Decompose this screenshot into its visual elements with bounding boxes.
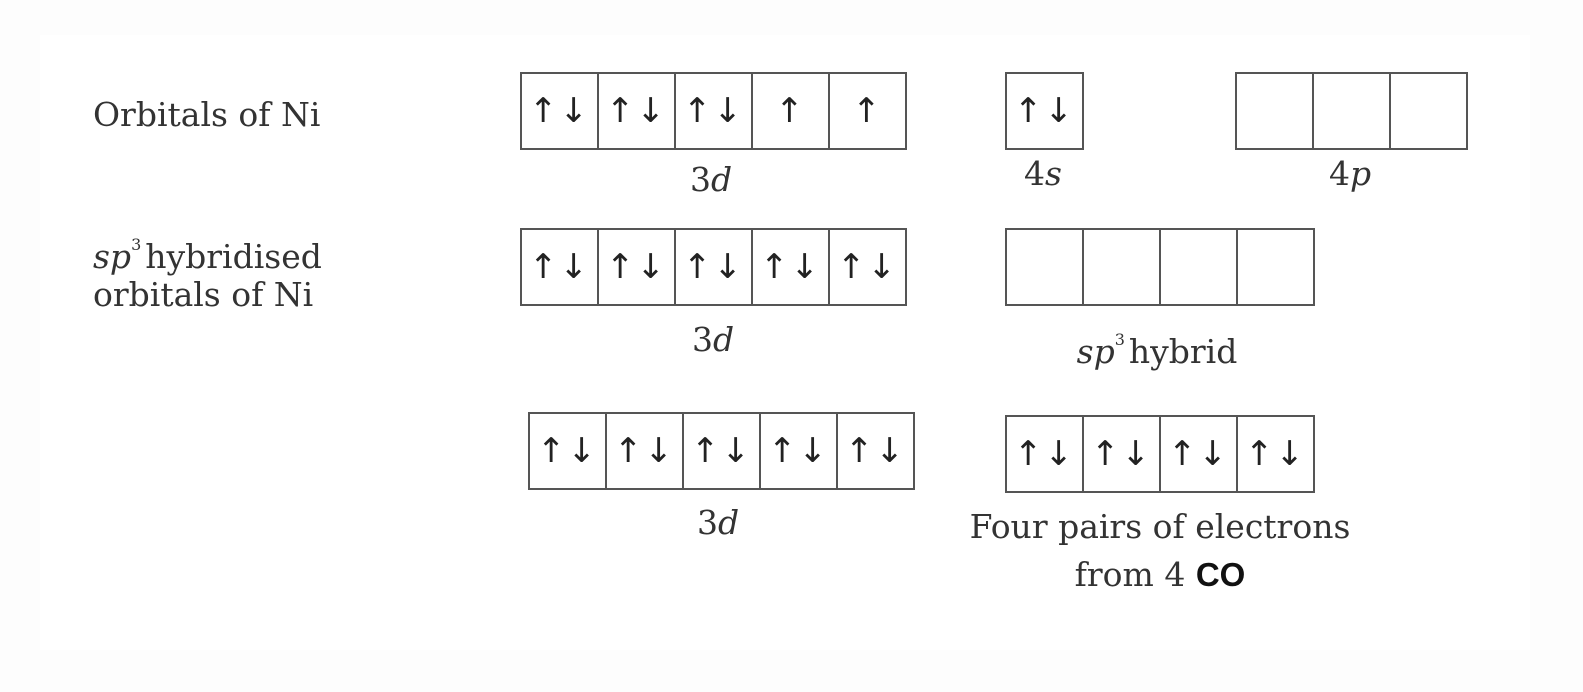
orbital-box-paired: ↑↓ xyxy=(676,74,753,148)
diagram-background xyxy=(40,35,1530,650)
caption-number: 3 xyxy=(691,320,713,359)
caption-co: CO xyxy=(1195,556,1246,593)
orbital-group-4p-ni xyxy=(1235,72,1468,150)
orbital-box-empty xyxy=(1084,230,1161,304)
orbital-box-paired: ↑↓ xyxy=(530,414,607,488)
orbital-group-sp3-empty xyxy=(1005,228,1315,306)
caption-orbital: d xyxy=(710,160,733,199)
orbital-box-paired: ↑↓ xyxy=(1161,417,1238,491)
orbital-box-paired: ↑↓ xyxy=(522,74,599,148)
caption-four-pairs: Four pairs of electrons xyxy=(969,507,1351,546)
orbital-box-paired: ↑↓ xyxy=(761,414,838,488)
caption-3d-row1: 3d xyxy=(690,156,732,204)
caption-orbital: d xyxy=(717,503,740,542)
caption-orbital: sp xyxy=(1076,332,1115,371)
orbital-box-paired: ↑↓ xyxy=(607,414,684,488)
orbital-group-3d-complex: ↑↓↑↓↑↓↑↓↑↓ xyxy=(528,412,915,490)
row-label-orbitals-ni-line2: orbitals of Ni xyxy=(93,275,314,314)
orbital-box-paired: ↑↓ xyxy=(1014,91,1075,131)
orbital-box-empty xyxy=(1238,230,1313,304)
superscript-3: 3 xyxy=(1114,330,1125,349)
caption-3d-row3: 3d xyxy=(697,499,739,547)
row-label-orbitals-ni: Orbitals of Ni xyxy=(93,95,321,134)
caption-hybrid: hybrid xyxy=(1128,332,1238,371)
orbital-group-3d-hybridised: ↑↓↑↓↑↓↑↓↑↓ xyxy=(520,228,907,306)
caption-4p: 4p xyxy=(1329,150,1371,198)
caption-4s: 4s xyxy=(1024,150,1062,198)
orbital-group-4s-ni: ↑↓ xyxy=(1005,72,1084,150)
orbital-box-paired: ↑↓ xyxy=(522,230,599,304)
orbital-box-paired: ↑↓ xyxy=(684,414,761,488)
orbital-box-paired: ↑↓ xyxy=(837,247,898,287)
hybridised-text: hybridised xyxy=(145,237,322,276)
caption-orbital: s xyxy=(1045,154,1062,193)
caption-orbital: p xyxy=(1349,154,1372,193)
caption-number: 3 xyxy=(696,503,718,542)
caption-from-4-co: from 4 CO xyxy=(1075,551,1246,599)
orbital-group-3d-ni: ↑↓↑↓↑↓↑↑ xyxy=(520,72,907,150)
orbital-box-single: ↑ xyxy=(852,91,883,131)
orbital-box-empty xyxy=(1314,74,1391,148)
superscript-3: 3 xyxy=(131,235,142,254)
orbital-box-empty xyxy=(1237,74,1314,148)
orbital-box-empty xyxy=(1391,74,1466,148)
orbital-box-empty xyxy=(1161,230,1238,304)
caption-3d-row2: 3d xyxy=(692,316,734,364)
orbital-box-paired: ↑↓ xyxy=(599,230,676,304)
orbital-box-paired: ↑↓ xyxy=(599,74,676,148)
orbital-box-paired: ↑↓ xyxy=(1007,417,1084,491)
caption-number: 3 xyxy=(689,160,711,199)
caption-number: 4 xyxy=(1024,154,1046,193)
caption-from-4: from 4 xyxy=(1074,555,1186,594)
orbital-box-paired: ↑↓ xyxy=(676,230,753,304)
sp-text: sp xyxy=(93,237,132,276)
orbital-box-single: ↑ xyxy=(753,74,830,148)
caption-number: 4 xyxy=(1328,154,1350,193)
caption-orbital: d xyxy=(712,320,735,359)
orbital-box-paired: ↑↓ xyxy=(1245,434,1306,474)
orbital-box-paired: ↑↓ xyxy=(1084,417,1161,491)
orbital-box-paired: ↑↓ xyxy=(753,230,830,304)
orbital-group-sp3-filled: ↑↓↑↓↑↓↑↓ xyxy=(1005,415,1315,493)
orbital-box-empty xyxy=(1007,230,1084,304)
orbital-box-paired: ↑↓ xyxy=(845,431,906,471)
